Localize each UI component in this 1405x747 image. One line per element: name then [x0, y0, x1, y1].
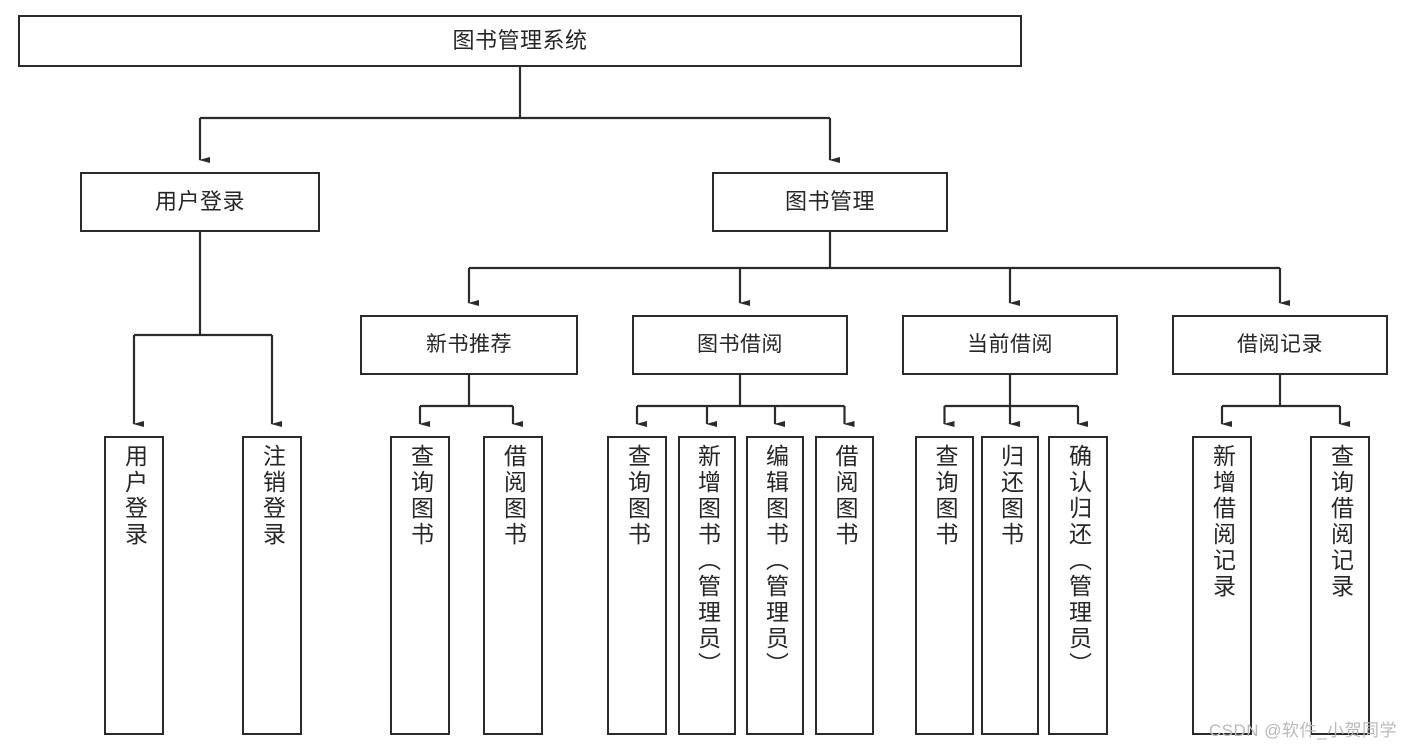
node-new-book-recommend-label: 新书推荐 [426, 333, 512, 357]
node-leaf-query-book-2-label: 查询图书 [624, 444, 651, 548]
node-leaf-add-book-label: 新增图书（管理员） [694, 444, 721, 678]
node-leaf-logout[interactable]: 注销登录 [242, 436, 302, 735]
node-leaf-borrow-book-1-label: 借阅图书 [500, 444, 527, 548]
node-root[interactable]: 图书管理系统 [18, 15, 1022, 67]
node-leaf-query-book-1[interactable]: 查询图书 [390, 436, 450, 735]
node-book-borrow-label: 图书借阅 [697, 333, 783, 357]
node-leaf-user-login-label: 用户登录 [121, 444, 148, 548]
node-leaf-query-book-2[interactable]: 查询图书 [607, 436, 667, 735]
node-leaf-add-record-label: 新增借阅记录 [1209, 444, 1236, 600]
node-leaf-borrow-book-2-label: 借阅图书 [832, 444, 858, 548]
node-leaf-add-book[interactable]: 新增图书（管理员） [678, 436, 736, 735]
node-user-login-label: 用户登录 [154, 188, 245, 214]
node-leaf-confirm-return-label: 确认归还（管理员） [1065, 444, 1092, 678]
node-new-book-recommend[interactable]: 新书推荐 [360, 315, 578, 375]
node-root-label: 图书管理系统 [452, 27, 588, 53]
node-leaf-confirm-return[interactable]: 确认归还（管理员） [1048, 436, 1108, 735]
node-leaf-return-book[interactable]: 归还图书 [981, 436, 1039, 735]
node-book-manage-label: 图书管理 [784, 188, 875, 214]
node-leaf-logout-label: 注销登录 [259, 444, 286, 548]
node-leaf-borrow-book-2[interactable]: 借阅图书 [815, 436, 874, 735]
node-leaf-query-book-3-label: 查询图书 [932, 444, 958, 548]
node-leaf-add-record[interactable]: 新增借阅记录 [1192, 436, 1252, 735]
node-current-borrow[interactable]: 当前借阅 [902, 315, 1118, 375]
node-leaf-edit-book[interactable]: 编辑图书（管理员） [746, 436, 804, 735]
node-leaf-return-book-label: 归还图书 [997, 444, 1024, 548]
node-current-borrow-label: 当前借阅 [967, 333, 1053, 357]
node-book-borrow[interactable]: 图书借阅 [632, 315, 848, 375]
node-leaf-query-record[interactable]: 查询借阅记录 [1310, 436, 1370, 735]
node-borrow-record[interactable]: 借阅记录 [1172, 315, 1388, 375]
node-leaf-query-record-label: 查询借阅记录 [1327, 444, 1354, 600]
node-leaf-query-book-1-label: 查询图书 [407, 444, 434, 548]
node-book-manage[interactable]: 图书管理 [712, 172, 948, 232]
node-user-login[interactable]: 用户登录 [80, 172, 320, 232]
node-borrow-record-label: 借阅记录 [1237, 333, 1323, 357]
node-leaf-user-login[interactable]: 用户登录 [104, 436, 164, 735]
csdn-watermark: CSDN @软件_小贺同学 [1208, 721, 1397, 740]
node-leaf-edit-book-label: 编辑图书（管理员） [762, 444, 789, 678]
node-leaf-borrow-book-1[interactable]: 借阅图书 [483, 436, 543, 735]
node-leaf-query-book-3[interactable]: 查询图书 [915, 436, 974, 735]
